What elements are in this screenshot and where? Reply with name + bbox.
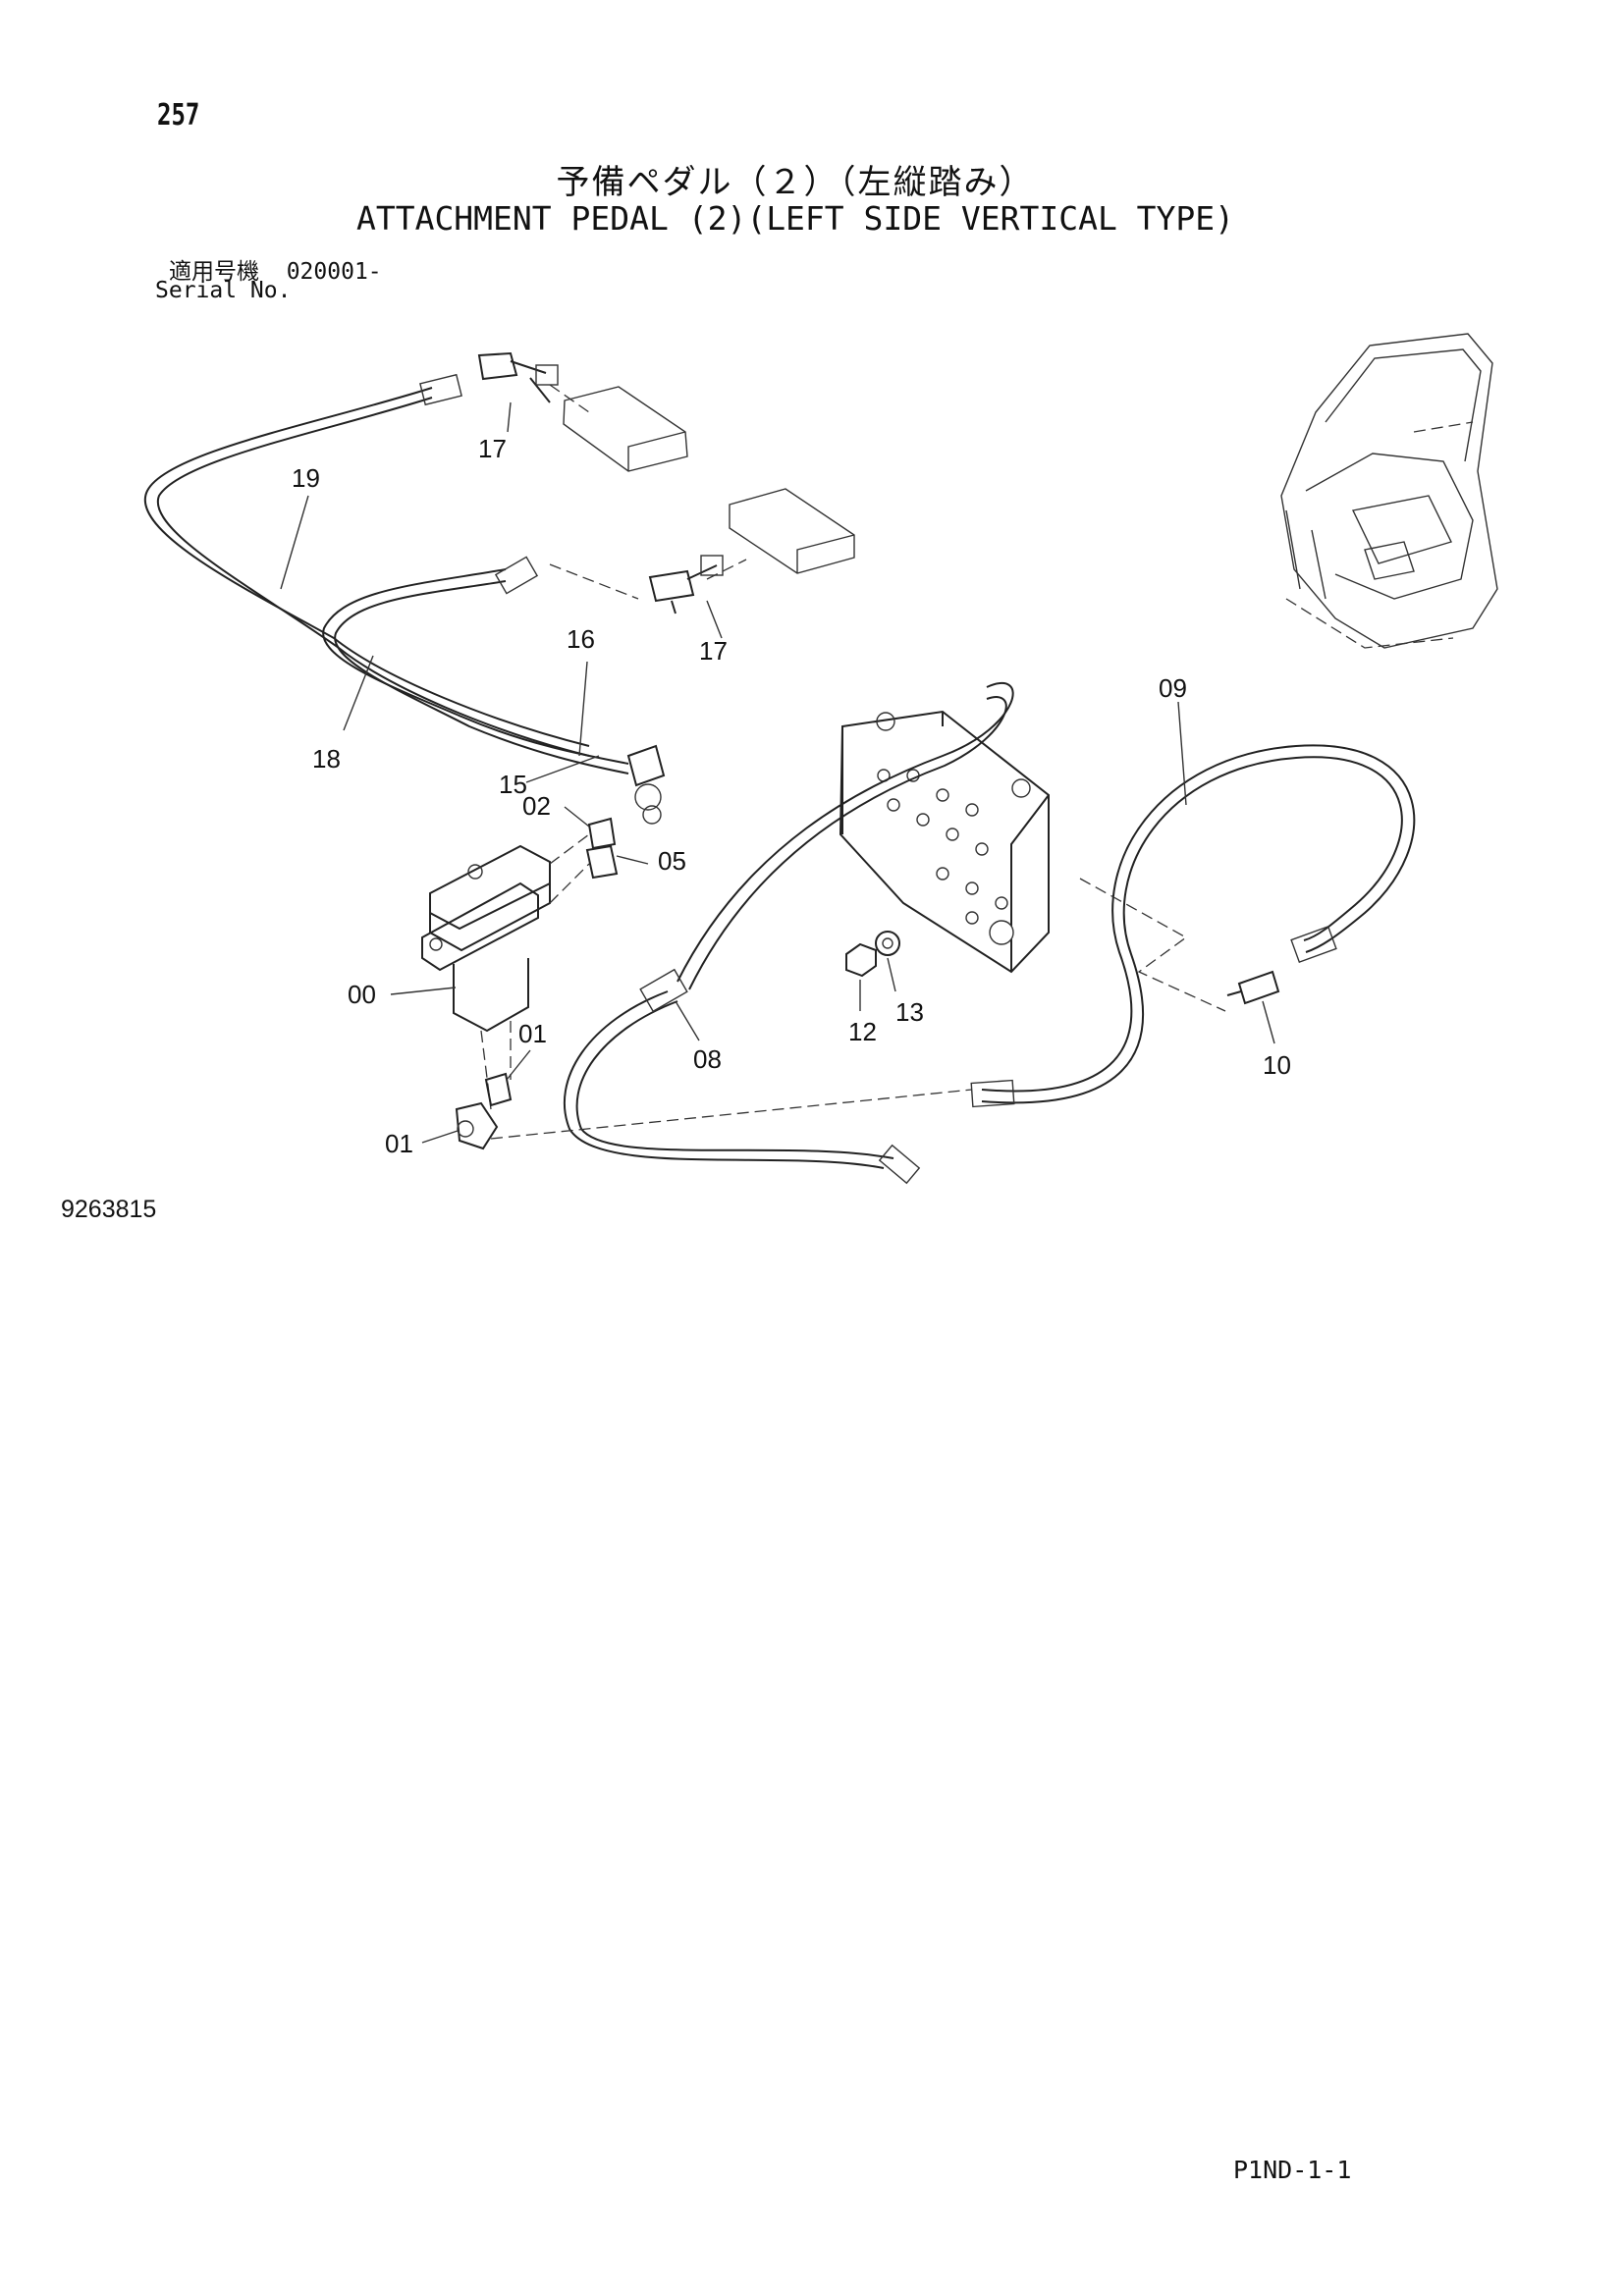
callout-00: 00 xyxy=(348,980,376,1009)
page-code: P1ND-1-1 xyxy=(1233,2156,1352,2184)
serial-line: 適用号機 020001- xyxy=(169,252,382,286)
tee-fitting-17-lower xyxy=(648,555,724,614)
fittings-15-16 xyxy=(626,744,666,825)
callout-09: 09 xyxy=(1159,673,1187,703)
serial-label-jp: 適用号機 xyxy=(169,259,259,285)
title-japanese: 予備ペダル（２）（左縦踏み） xyxy=(556,163,1035,202)
hose-08 xyxy=(564,682,1014,1185)
machine-overview-illustration xyxy=(1280,333,1498,649)
callout-02: 02 xyxy=(522,791,551,821)
nut-12 xyxy=(845,942,877,978)
leader-dashes-top xyxy=(549,384,747,600)
pedal-pad-lower xyxy=(729,488,855,574)
connector-10 xyxy=(1226,970,1280,1005)
callout-17-lower: 17 xyxy=(699,636,728,666)
leader-dashes-valve xyxy=(480,833,590,1110)
leader-dashes-right xyxy=(490,878,1226,1140)
callout-18: 18 xyxy=(312,744,341,774)
callout-08: 08 xyxy=(693,1044,722,1074)
callout-19: 19 xyxy=(292,463,320,493)
washer-13 xyxy=(875,931,900,956)
callout-12: 12 xyxy=(848,1017,877,1046)
elbow-01 xyxy=(455,1072,513,1150)
callout-05: 05 xyxy=(658,846,686,876)
serial-value: 020001- xyxy=(286,259,382,285)
pedal-valve-00 xyxy=(421,844,551,1033)
hose-19 xyxy=(143,373,590,757)
callout-01-upper: 01 xyxy=(518,1019,547,1048)
title-english: ATTACHMENT PEDAL (2)(LEFT SIDE VERTICAL … xyxy=(355,199,1235,238)
adapter-02-05 xyxy=(585,817,619,880)
callout-15: 15 xyxy=(499,770,527,799)
drawing-number: 9263815 xyxy=(61,1196,157,1223)
page-number: 257 xyxy=(157,98,200,133)
leader-lines xyxy=(280,401,1275,1144)
pedal-pad-upper xyxy=(563,386,688,472)
callout-16: 16 xyxy=(567,624,595,654)
callout-01-lower: 01 xyxy=(385,1129,413,1158)
hose-09 xyxy=(970,744,1416,1108)
callout-10: 10 xyxy=(1263,1050,1291,1080)
callout-13: 13 xyxy=(895,997,924,1027)
callout-17-upper: 17 xyxy=(478,434,507,463)
hose-18-16 xyxy=(322,556,629,774)
serial-label-en: Serial No. xyxy=(155,278,292,303)
manifold-block xyxy=(839,710,1050,974)
tee-fitting-17-upper xyxy=(477,351,559,403)
